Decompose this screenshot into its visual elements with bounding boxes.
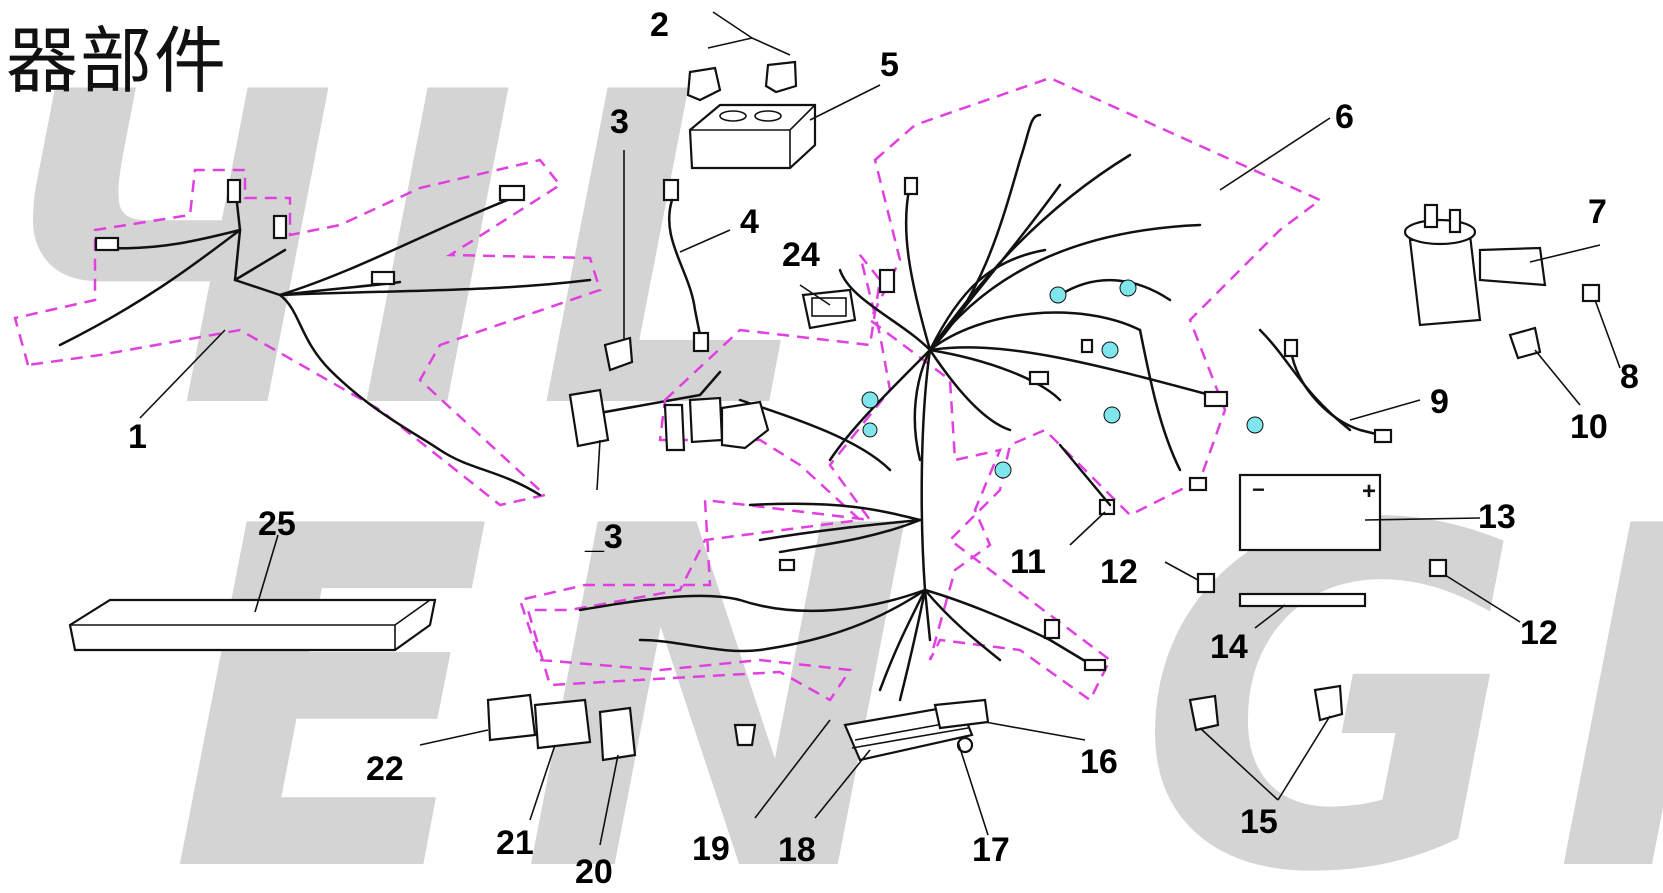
part-9-lead <box>1283 338 1421 444</box>
callout-20: 20 <box>575 853 613 891</box>
part-7-ignition-coil <box>1403 203 1601 327</box>
callout-16: 16 <box>1080 743 1118 781</box>
part-5-battery-box <box>688 84 881 170</box>
callout-10: 10 <box>1570 408 1608 446</box>
part-25-plate <box>68 534 437 652</box>
part-minus3-relay <box>568 370 722 491</box>
callout-9: 9 <box>1430 383 1449 421</box>
part-12-nuts <box>1164 558 1521 623</box>
callout-15: 15 <box>1240 803 1278 841</box>
part-22-relay <box>419 693 537 746</box>
callout-11: 11 <box>1010 543 1046 581</box>
part-2-rubber-mounts <box>686 11 798 102</box>
callout-21: 21 <box>496 824 534 862</box>
part-16-bracket <box>933 698 1086 741</box>
callout-12-b: 12 <box>1520 614 1558 652</box>
part-24-module <box>799 284 857 330</box>
callout-7: 7 <box>1588 193 1607 231</box>
outline-part-1 <box>13 158 602 507</box>
part-14-strap <box>1238 592 1367 629</box>
part-19-screw <box>733 719 831 819</box>
part-17-bolt <box>956 736 989 836</box>
callout-8: 8 <box>1620 358 1639 396</box>
page-title: 器部件 <box>6 19 229 103</box>
part-8-nut <box>1581 283 1621 369</box>
callout-25: 25 <box>258 505 296 543</box>
part-15-grommets <box>1188 684 1344 801</box>
battery-plus-sign: + <box>1362 478 1376 505</box>
battery-minus-sign: − <box>1252 477 1265 502</box>
callout-14: 14 <box>1210 628 1248 666</box>
outline-part-6-upper <box>868 76 1323 702</box>
part-6-main-harness <box>518 76 1352 702</box>
callout-2: 2 <box>650 6 669 44</box>
callout-6: 6 <box>1335 98 1354 136</box>
callout-12-a: 12 <box>1100 553 1138 591</box>
part-1-front-harness <box>13 158 602 507</box>
callout-4: 4 <box>740 203 759 241</box>
callout-17: 17 <box>972 831 1010 869</box>
callout-18: 18 <box>778 831 816 869</box>
callout-22: 22 <box>366 750 404 788</box>
callout-1: 1 <box>128 418 147 456</box>
part-11-fuse <box>1058 443 1116 546</box>
part-20-relay <box>598 706 637 846</box>
callout-24: 24 <box>782 236 820 274</box>
part-13-battery: − + <box>1238 473 1481 552</box>
callout-19: 19 <box>692 830 730 868</box>
part-4-sensor-lead <box>662 178 731 353</box>
callout-3: 3 <box>610 103 629 141</box>
callout-13: 13 <box>1478 498 1516 536</box>
callout-minus-3: _3 <box>585 518 623 556</box>
part-3-grommet <box>603 150 634 372</box>
part-21-relay <box>529 698 592 821</box>
part-10-grommet <box>1508 326 1581 406</box>
callout-5: 5 <box>880 46 899 84</box>
